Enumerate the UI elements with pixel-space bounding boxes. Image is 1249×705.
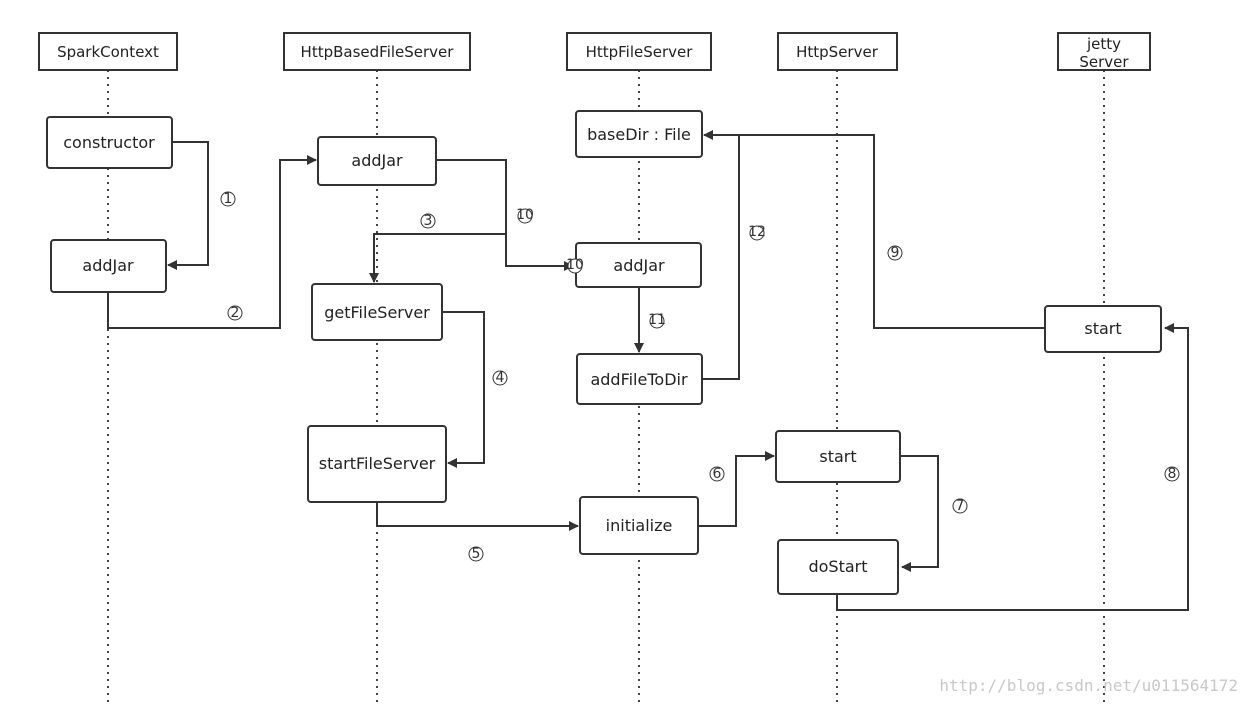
arrow-step-7	[900, 455, 939, 572]
box-httpserver-dostart-label: doStart	[808, 557, 867, 576]
box-hfs-addjar-label: addJar	[613, 256, 665, 275]
step-marker-10-overlap: 10	[566, 257, 584, 274]
watermark-text: http://blog.csdn.net/u011564172	[939, 676, 1238, 695]
arrow-step-10	[436, 159, 574, 271]
box-hfs-initialize-label: initialize	[606, 516, 673, 535]
arrow-step-2	[107, 155, 317, 329]
arrow-step-9	[703, 130, 1045, 329]
box-hbfs-startfileserver: startFileServer	[307, 425, 447, 503]
box-jetty-start-label: start	[1084, 319, 1121, 338]
step-marker-10-overlap-label: 10	[566, 257, 584, 273]
arrow-step-3	[369, 233, 506, 283]
box-hfs-addfiletodir-label: addFileToDir	[590, 370, 688, 389]
step-marker-11-label: 11	[648, 312, 666, 328]
box-sparkcontext-addjar-label: addJar	[82, 256, 134, 275]
box-hbfs-addjar: addJar	[317, 136, 437, 186]
step-marker-12: 12	[748, 224, 766, 241]
arrow-step-5	[376, 502, 579, 531]
step-marker-2: 2	[227, 305, 243, 321]
header-httpfileserver: HttpFileServer	[566, 32, 712, 71]
box-httpserver-dostart: doStart	[777, 539, 899, 595]
header-jettyserver-label-2: Server	[1079, 53, 1129, 71]
step-marker-7: 7	[952, 498, 968, 514]
arrow-step-6	[698, 451, 775, 527]
arrow-step-4	[442, 311, 485, 468]
step-marker-5: 5	[468, 546, 484, 562]
step-marker-2-label: 2	[231, 305, 240, 321]
step-marker-10-label: 10	[516, 207, 534, 223]
step-marker-8: 8	[1164, 466, 1180, 482]
box-sparkcontext-constructor-label: constructor	[63, 133, 155, 152]
box-hfs-addfiletodir: addFileToDir	[576, 353, 703, 405]
header-httpserver-label: HttpServer	[796, 43, 879, 61]
box-hfs-addjar: addJar	[575, 242, 702, 288]
arrow-step-8	[836, 323, 1189, 611]
box-jetty-start: start	[1044, 305, 1162, 353]
header-jettyserver: jetty Server	[1057, 32, 1151, 71]
step-marker-3: 3	[420, 213, 436, 229]
header-httpserver: HttpServer	[777, 32, 898, 71]
box-httpserver-start: start	[775, 430, 901, 483]
step-marker-1-label: 1	[224, 191, 233, 207]
header-httpfileserver-label: HttpFileServer	[586, 43, 694, 61]
header-sparkcontext: SparkContext	[38, 32, 178, 71]
step-marker-10: 10	[516, 207, 534, 224]
step-marker-6: 6	[709, 466, 725, 482]
step-marker-6-label: 6	[713, 466, 722, 482]
step-marker-11: 11	[648, 312, 666, 329]
box-hbfs-getfileserver: getFileServer	[311, 283, 443, 341]
box-hbfs-getfileserver-label: getFileServer	[324, 303, 430, 322]
header-httpbasedfileserver-label: HttpBasedFileServer	[301, 43, 455, 61]
step-marker-1: 1	[220, 191, 236, 207]
box-hbfs-addjar-label: addJar	[351, 151, 403, 170]
box-hfs-basedir-label: baseDir : File	[587, 125, 691, 144]
box-hfs-initialize: initialize	[579, 496, 699, 555]
step-marker-4-label: 4	[496, 370, 505, 386]
step-marker-4: 4	[492, 370, 508, 386]
header-jettyserver-label-1: jetty	[1086, 35, 1121, 53]
box-hfs-basedir: baseDir : File	[575, 110, 703, 158]
step-marker-3-label: 3	[424, 213, 433, 229]
step-marker-9: 9	[887, 245, 903, 261]
arrow-step-12	[702, 134, 740, 380]
header-sparkcontext-label: SparkContext	[57, 43, 159, 61]
step-marker-5-label: 5	[472, 546, 481, 562]
box-httpserver-start-label: start	[819, 447, 856, 466]
box-sparkcontext-constructor: constructor	[46, 116, 173, 169]
step-marker-9-label: 9	[891, 245, 900, 261]
box-hbfs-startfileserver-label: startFileServer	[319, 454, 436, 473]
arrow-step-1	[167, 141, 209, 270]
step-marker-7-label: 7	[956, 498, 965, 514]
header-httpbasedfileserver: HttpBasedFileServer	[283, 32, 471, 71]
box-sparkcontext-addjar: addJar	[50, 239, 167, 293]
step-marker-12-label: 12	[748, 224, 766, 240]
step-marker-8-label: 8	[1168, 466, 1177, 482]
